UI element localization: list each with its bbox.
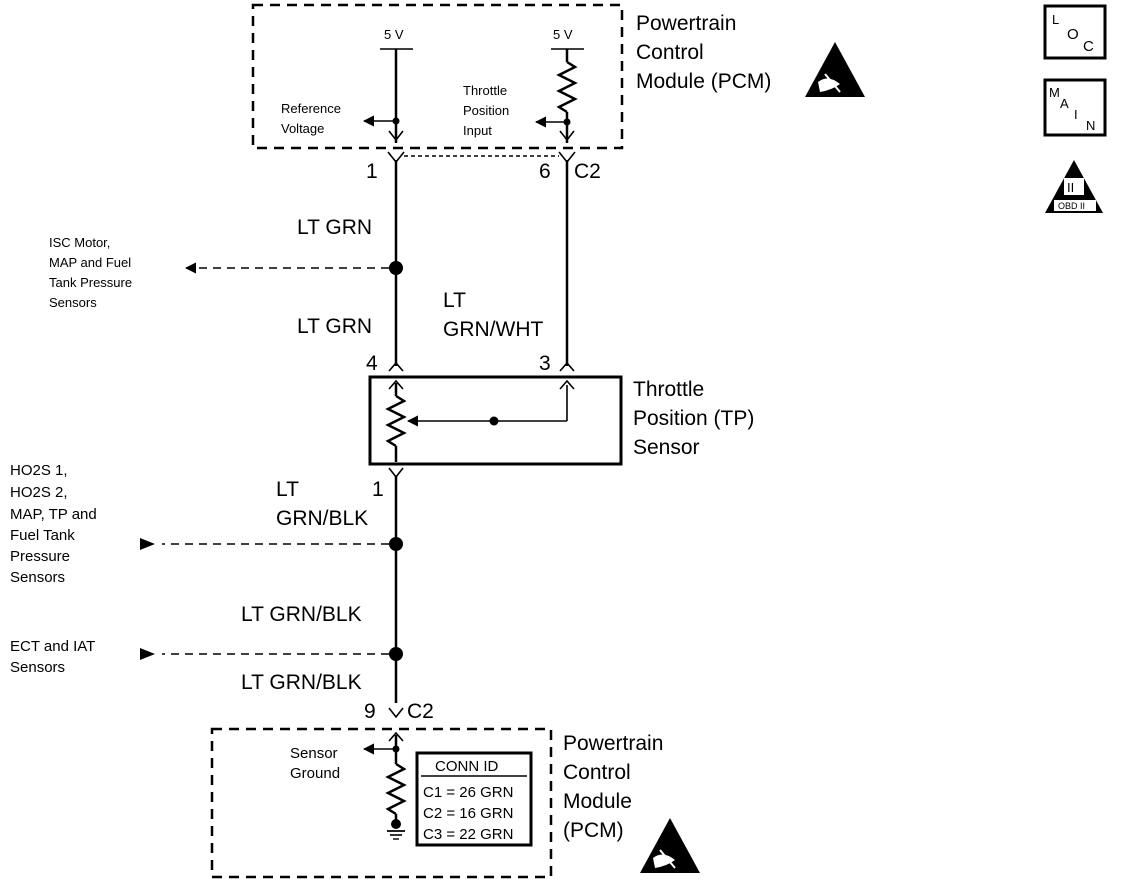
svg-text:L: L [1052,12,1059,27]
esd-warning-icon [805,42,865,97]
tp-wiper-node [489,416,499,426]
pcm-top-title: Powertrain Control Module (PCM) [636,12,771,93]
wire-label-lt-grn-lower: LT GRN [297,315,372,338]
pin4-connector-icon [388,361,404,372]
svg-text:C: C [1083,38,1094,55]
svg-text:O: O [1067,26,1079,43]
svg-text:M: M [1049,85,1060,100]
pin-1-top: 1 [366,160,378,183]
tp-out-chevron-icon [559,379,575,390]
tp-pullup-resistor-icon [556,60,578,114]
tp-ref-chevron-icon [388,379,404,390]
tp-potentiometer-icon [385,394,407,448]
wire-label-lt-grn-wht: LT GRN/WHT [443,289,543,341]
sensor-ground-label: Sensor Ground [290,745,342,782]
ground-resistor-icon [385,762,407,816]
pcm-bottom-box [210,727,553,879]
tp-sensor-box [368,375,623,466]
ect-branch-arrow-icon [140,648,155,660]
pin-3-sensor: 3 [539,352,551,375]
ect-branch-label: ECT and IAT Sensors [10,638,99,676]
ref-voltage-label: Reference Voltage [281,101,345,136]
wire-label-lt-grn-blk-1: LT GRN/BLK [276,478,368,530]
pin-6-top: 6 [539,160,551,183]
esd-warning-icon-bottom [640,818,700,873]
connector-c2-bottom: C2 [407,700,434,723]
wire-label-lt-grn-blk-2: LT GRN/BLK [241,603,362,626]
supply-label-left: 5 V [384,27,404,42]
pin3-connector-icon [559,361,575,372]
ho2s-branch-arrow-icon [140,538,155,550]
wire-label-lt-grn-blk-3: LT GRN/BLK [241,671,362,694]
splice-ho2s [389,537,403,551]
svg-text:I: I [1074,107,1078,122]
svg-text:II: II [1067,180,1074,195]
ground-icon [387,819,405,840]
splice-ect [389,647,403,661]
svg-text:A: A [1060,96,1069,111]
loc-icon: L O C [1043,4,1107,60]
wire-label-lt-grn-upper: LT GRN [297,216,372,239]
conn-id-row-c2: C2 = 16 GRN [423,805,513,822]
conn-id-row-c1: C1 = 26 GRN [423,784,513,801]
pin-4-sensor: 4 [366,352,378,375]
tp-sensor-title: Throttle Position (TP) Sensor [633,378,760,459]
conn-id-row-c3: C3 = 22 GRN [423,826,513,843]
svg-text:OBD II: OBD II [1058,201,1085,211]
conn-id-header: CONN ID [435,758,499,775]
tp-chevron-icon [559,130,575,142]
pcm-bottom-title: Powertrain Control Module (PCM) [563,732,669,842]
pin-1-sensor: 1 [372,478,384,501]
ho2s-branch-label: HO2S 1, HO2S 2, MAP, TP and Fuel Tank Pr… [10,462,101,586]
tp-input-label: Throttle Position Input [463,83,513,138]
sensor-pin1-connector-icon [388,467,404,479]
supply-label-right: 5 V [553,27,573,42]
pin9-connector-icon [388,707,404,719]
ground-chevron-icon [388,731,404,742]
ref-chevron-icon [388,130,404,142]
isc-branch-label: ISC Motor, MAP and Fuel Tank Pressure Se… [49,235,136,310]
svg-text:N: N [1086,118,1095,133]
pin-9-bottom: 9 [364,700,376,723]
pcm-top-box [251,3,624,150]
conn-id-table: CONN ID C1 = 26 GRN C2 = 16 GRN C3 = 22 … [415,751,533,847]
main-icon: M A I N [1043,78,1107,137]
splice-isc [389,261,403,275]
obd-ii-icon: II OBD II [1045,160,1103,213]
connector-c2-top: C2 [574,160,601,183]
